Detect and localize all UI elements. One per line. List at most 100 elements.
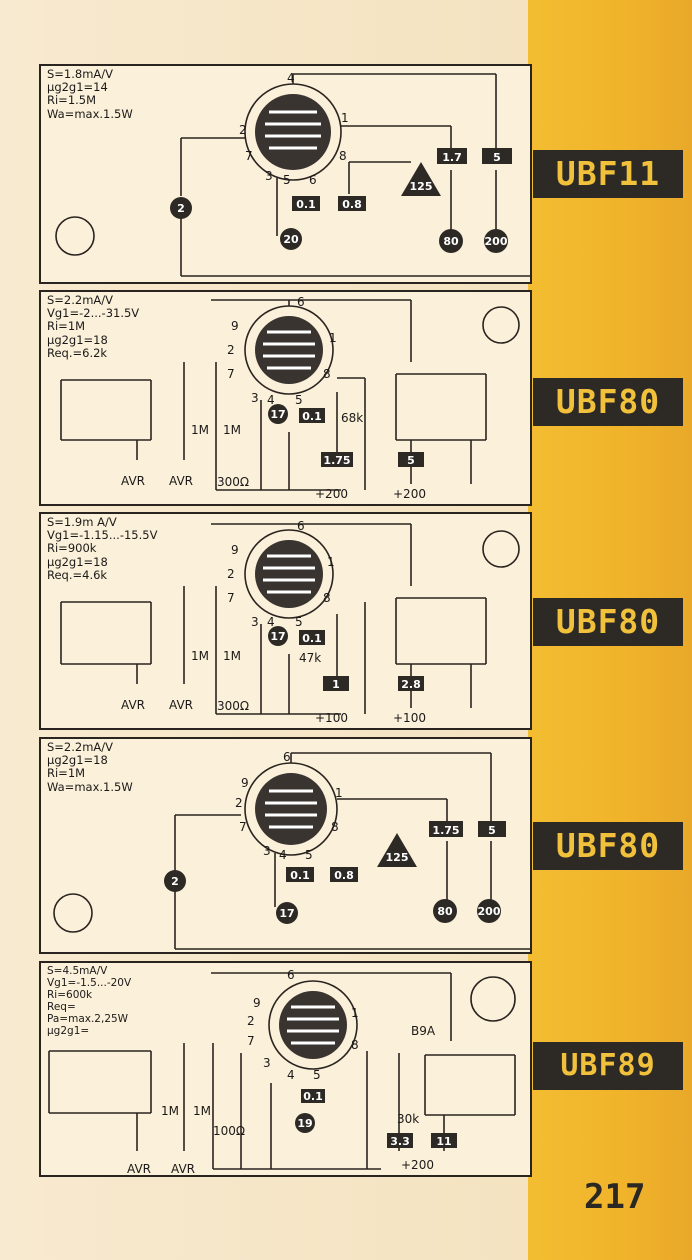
- pin-label: 2: [239, 123, 247, 137]
- circuit-label: 68k: [341, 411, 363, 425]
- pin-label: 8: [351, 1038, 359, 1052]
- pin-label: 8: [323, 367, 331, 381]
- pin-label: 6: [309, 173, 317, 187]
- tube-schematic: 0.1 1.75 5 17 AVR AVR 1M 1M 300Ω 68k +20…: [60, 295, 520, 501]
- pin-label: 3: [263, 844, 271, 858]
- pin-label: 4: [267, 615, 275, 629]
- tube-label-ubf11: UBF11: [533, 150, 683, 198]
- circuit-label: 47k: [299, 651, 321, 665]
- spec-list: S=1.9m A/V Vg1=-1.15...-15.5V Ri=900k µg…: [47, 515, 158, 582]
- pin-label: 1: [335, 786, 343, 800]
- pin-label: 5: [305, 848, 313, 862]
- pin-label: 4: [267, 393, 275, 407]
- pin-label: 8: [331, 820, 339, 834]
- circuit-label: AVR: [121, 474, 145, 488]
- pin-label: 6: [287, 968, 295, 982]
- value-box: 0.1: [290, 869, 310, 882]
- page-number: 217: [584, 1177, 646, 1217]
- circuit-label: 1M: [193, 1104, 211, 1118]
- circuit-label: 100Ω: [213, 1124, 245, 1138]
- schematic-panel-ubf80-a: S=2.2mA/V Vg1=-2...-31.5V Ri=1M µg2g1=18…: [39, 290, 532, 506]
- pin-label: 3: [265, 169, 273, 183]
- value-circle: 200: [485, 235, 508, 248]
- pin-label: 5: [313, 1068, 321, 1082]
- pin-label: 9: [253, 996, 261, 1010]
- value-box: 0.1: [296, 198, 316, 211]
- value-circle: 80: [443, 235, 459, 248]
- value-circle: 200: [478, 905, 501, 918]
- circuit-label: +100: [315, 711, 348, 725]
- tube-schematic: 0.1 1 2.8 17 AVR AVR 1M 1M 300Ω 47k +100…: [60, 519, 520, 725]
- value-box: 1.75: [432, 824, 459, 837]
- spec-list: S=4.5mA/V Vg1=-1.5...-20V Ri=600k Req= P…: [47, 965, 132, 1037]
- tube-label-ubf80-b: UBF80: [533, 598, 683, 646]
- circuit-label: 1M: [223, 423, 241, 437]
- tube-label-ubf80-c: UBF80: [533, 822, 683, 870]
- pin-label: 7: [227, 367, 235, 381]
- circuit-label: AVR: [169, 698, 193, 712]
- value-circle: 80: [437, 905, 453, 918]
- spec-list: S=2.2mA/V µg2g1=18 Ri=1M Wa=max.1.5W: [47, 740, 133, 794]
- pin-label: 6: [297, 519, 305, 533]
- value-circle: 2: [177, 202, 185, 215]
- pin-label: 1: [329, 331, 337, 345]
- pin-label: 7: [247, 1034, 255, 1048]
- circuit-label: 1M: [191, 423, 209, 437]
- circuit-label: 1M: [161, 1104, 179, 1118]
- pin-label: 6: [297, 295, 305, 309]
- pin-label: 4: [287, 71, 295, 85]
- value-box: 5: [493, 151, 501, 164]
- pin-label: 1: [351, 1006, 359, 1020]
- value-box: 0.8: [342, 198, 362, 211]
- pin-label: 6: [283, 750, 291, 764]
- circuit-label: 1M: [223, 649, 241, 663]
- pin-label: 2: [247, 1014, 255, 1028]
- pin-label: 7: [227, 591, 235, 605]
- value-box: 0.1: [303, 1090, 323, 1103]
- circuit-label: +100: [393, 711, 426, 725]
- schematic-panel-ubf80-b: S=1.9m A/V Vg1=-1.15...-15.5V Ri=900k µg…: [39, 512, 532, 730]
- circuit-label: B9A: [411, 1024, 436, 1038]
- value-box: 2.8: [401, 678, 421, 691]
- pin-label: 9: [231, 319, 239, 333]
- circuit-label: +200: [393, 487, 426, 501]
- pin-label: 2: [227, 567, 235, 581]
- circuit-label: AVR: [169, 474, 193, 488]
- spec-list: S=2.2mA/V Vg1=-2...-31.5V Ri=1M µg2g1=18…: [47, 293, 140, 360]
- pin-label: 5: [295, 615, 303, 629]
- pin-label: 7: [239, 820, 247, 834]
- schematic-panel-ubf80-c: S=2.2mA/V µg2g1=18 Ri=1M Wa=max.1.5W 1.7…: [39, 737, 532, 954]
- value-box: 1.75: [323, 454, 350, 467]
- pin-label: 5: [295, 393, 303, 407]
- pin-label: 8: [339, 149, 347, 163]
- value-box: 0.8: [334, 869, 354, 882]
- value-circle: 20: [283, 233, 299, 246]
- pin-label: 3: [263, 1056, 271, 1070]
- pin-label: 5: [283, 173, 291, 187]
- tube-label-ubf80-a: UBF80: [533, 378, 683, 426]
- value-box: 5: [407, 454, 415, 467]
- value-circle: 17: [270, 630, 285, 643]
- value-circle: 2: [171, 875, 179, 888]
- circuit-label: AVR: [127, 1162, 151, 1176]
- pin-label: 7: [245, 149, 253, 163]
- pin-label: 4: [287, 1068, 295, 1082]
- tube-schematic: 0.1 3.3 11 19 AVR AVR 1M 1M 100Ω 30k +20…: [48, 968, 516, 1176]
- value-triangle: 125: [410, 180, 433, 193]
- tube-label-ubf89: UBF89: [533, 1042, 683, 1090]
- circuit-label: AVR: [171, 1162, 195, 1176]
- pin-label: 9: [241, 776, 249, 790]
- value-box: 5: [488, 824, 496, 837]
- value-circle: 17: [270, 408, 285, 421]
- pin-label: 2: [235, 796, 243, 810]
- value-box: 1: [332, 678, 340, 691]
- pin-label: 3: [251, 391, 259, 405]
- value-box: 0.1: [302, 410, 322, 423]
- pin-label: 1: [327, 555, 335, 569]
- value-circle: 19: [297, 1117, 312, 1130]
- pin-label: 2: [227, 343, 235, 357]
- spec-list: S=1.8mA/V µg2g1=14 Ri=1.5M Wa=max.1.5W: [47, 67, 133, 121]
- circuit-label: AVR: [121, 698, 145, 712]
- pin-label: 3: [251, 615, 259, 629]
- tube-schematic: 1.75 5 0.1 0.8 2 17 80 200 125 6 9 1 2 7…: [53, 750, 531, 950]
